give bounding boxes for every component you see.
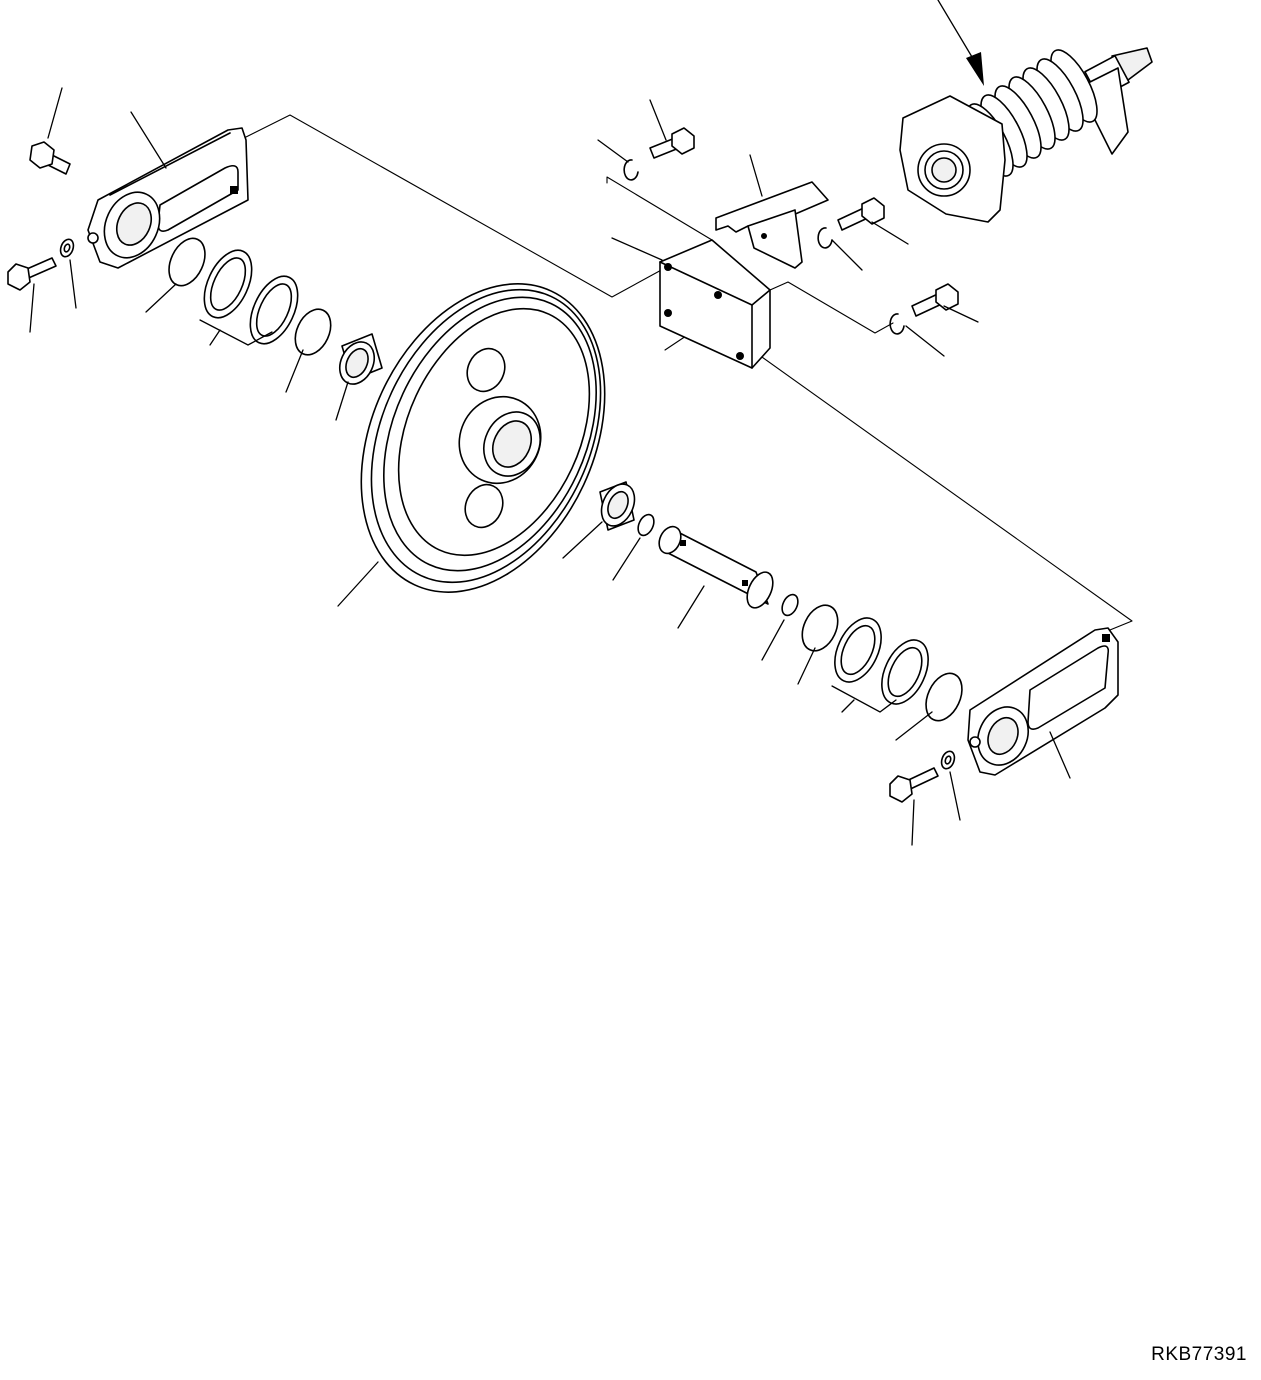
idler-bearing-bracket-left xyxy=(88,128,248,268)
recoil-spring-assembly xyxy=(900,44,1152,222)
bolt-group xyxy=(8,128,958,802)
o-ring-group xyxy=(162,233,969,727)
bolt xyxy=(890,768,938,802)
snap-ring-group xyxy=(624,160,904,334)
drawing-reference-code: RKB77391 xyxy=(1151,1344,1247,1365)
idler-bearing-bracket-right xyxy=(968,628,1118,775)
bushing-left xyxy=(333,334,382,390)
idler-shaft xyxy=(655,523,778,612)
idler-wheel xyxy=(314,244,652,631)
floating-seal-right xyxy=(826,611,938,712)
bolt xyxy=(838,198,884,230)
bolt xyxy=(8,258,56,290)
bolt xyxy=(912,284,958,316)
leader-lines xyxy=(30,0,1070,845)
support-block xyxy=(660,240,770,368)
bushing-right xyxy=(595,479,641,532)
guard-plate xyxy=(716,182,828,268)
washer-group xyxy=(58,237,956,770)
bolt xyxy=(30,142,70,174)
floating-seal-left xyxy=(195,243,308,351)
bolt xyxy=(650,128,694,158)
